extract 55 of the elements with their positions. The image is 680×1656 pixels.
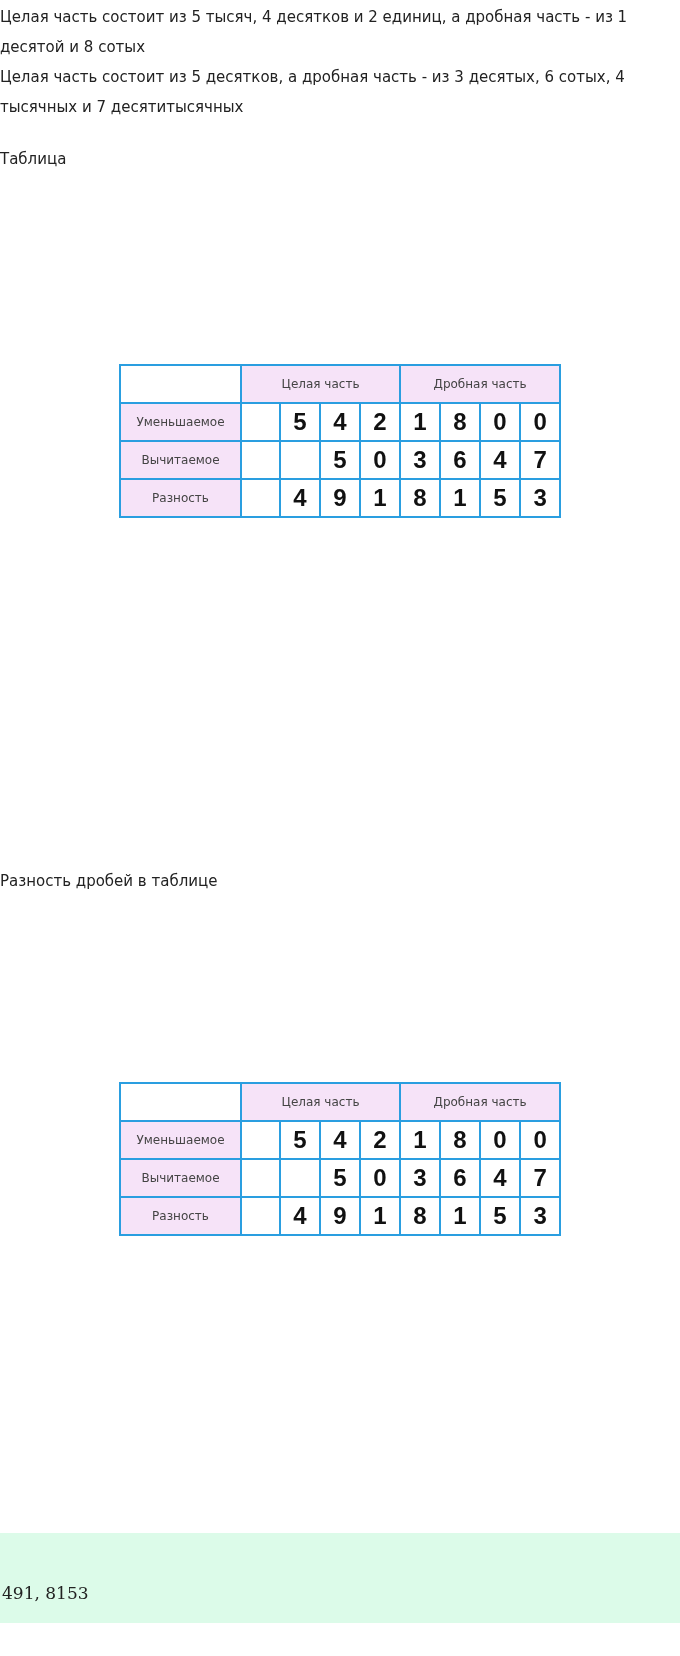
digit: 4 [480, 441, 521, 479]
digit: 3 [400, 441, 441, 479]
digit: 3 [520, 1197, 561, 1235]
digit: 1 [360, 1197, 401, 1235]
digit: 0 [360, 441, 401, 479]
column-header: Дробная часть [400, 365, 561, 403]
column-header: Дробная часть [400, 1083, 561, 1121]
digit: 6 [440, 1159, 481, 1197]
row-header: Вычитаемое [120, 1159, 241, 1197]
digit: 8 [440, 1121, 481, 1159]
digit: 0 [480, 1121, 521, 1159]
digit: 5 [480, 1197, 521, 1235]
digit: 5 [320, 441, 360, 479]
digit: 4 [320, 1121, 360, 1159]
digit: 4 [480, 1159, 521, 1197]
digit: 5 [280, 403, 320, 441]
row-header: Разность [120, 479, 241, 517]
row-header: Уменьшаемое [120, 1121, 241, 1159]
digit: 5 [320, 1159, 360, 1197]
digit: 5 [280, 1121, 320, 1159]
digit: 3 [400, 1159, 441, 1197]
digit: 5 [480, 479, 521, 517]
digit: 7 [520, 441, 561, 479]
digit: 4 [280, 1197, 320, 1235]
digit: 1 [400, 1121, 441, 1159]
paragraph: Целая часть состоит из 5 десятков, а дробная часть - из 3 десятых, 6 сотых, 4 тысячных и 7 десятитысячных [0, 67, 626, 118]
answer-text: 491, 8153 [2, 1583, 89, 1603]
digit: 8 [440, 403, 481, 441]
digit: 1 [440, 479, 481, 517]
digit: 8 [400, 479, 441, 517]
digit: 1 [400, 403, 441, 441]
digit: 0 [360, 1159, 401, 1197]
row-header: Уменьшаемое [120, 403, 241, 441]
digit: 8 [400, 1197, 441, 1235]
section-heading: Таблица [0, 149, 68, 170]
digit: 0 [520, 1121, 561, 1159]
digit: 9 [320, 1197, 360, 1235]
digit: 3 [520, 479, 561, 517]
digit: 4 [320, 403, 360, 441]
digit: 1 [360, 479, 401, 517]
digit: 4 [280, 479, 320, 517]
digit: 9 [320, 479, 360, 517]
column-header: Целая часть [241, 1083, 401, 1121]
digit: 7 [520, 1159, 561, 1197]
digit: 0 [480, 403, 521, 441]
section-heading: Разность дробей в таблице [0, 871, 219, 892]
paragraph: Целая часть состоит из 5 тысяч, 4 десятков и 2 единиц, а дробная часть - из 1 десятой и 8 сотых [0, 7, 629, 58]
digit: 2 [360, 1121, 401, 1159]
row-header: Вычитаемое [120, 441, 241, 479]
digit: 2 [360, 403, 401, 441]
row-header: Разность [120, 1197, 241, 1235]
column-header: Целая часть [241, 365, 401, 403]
digit: 6 [440, 441, 481, 479]
digit: 0 [520, 403, 561, 441]
digit: 1 [440, 1197, 481, 1235]
